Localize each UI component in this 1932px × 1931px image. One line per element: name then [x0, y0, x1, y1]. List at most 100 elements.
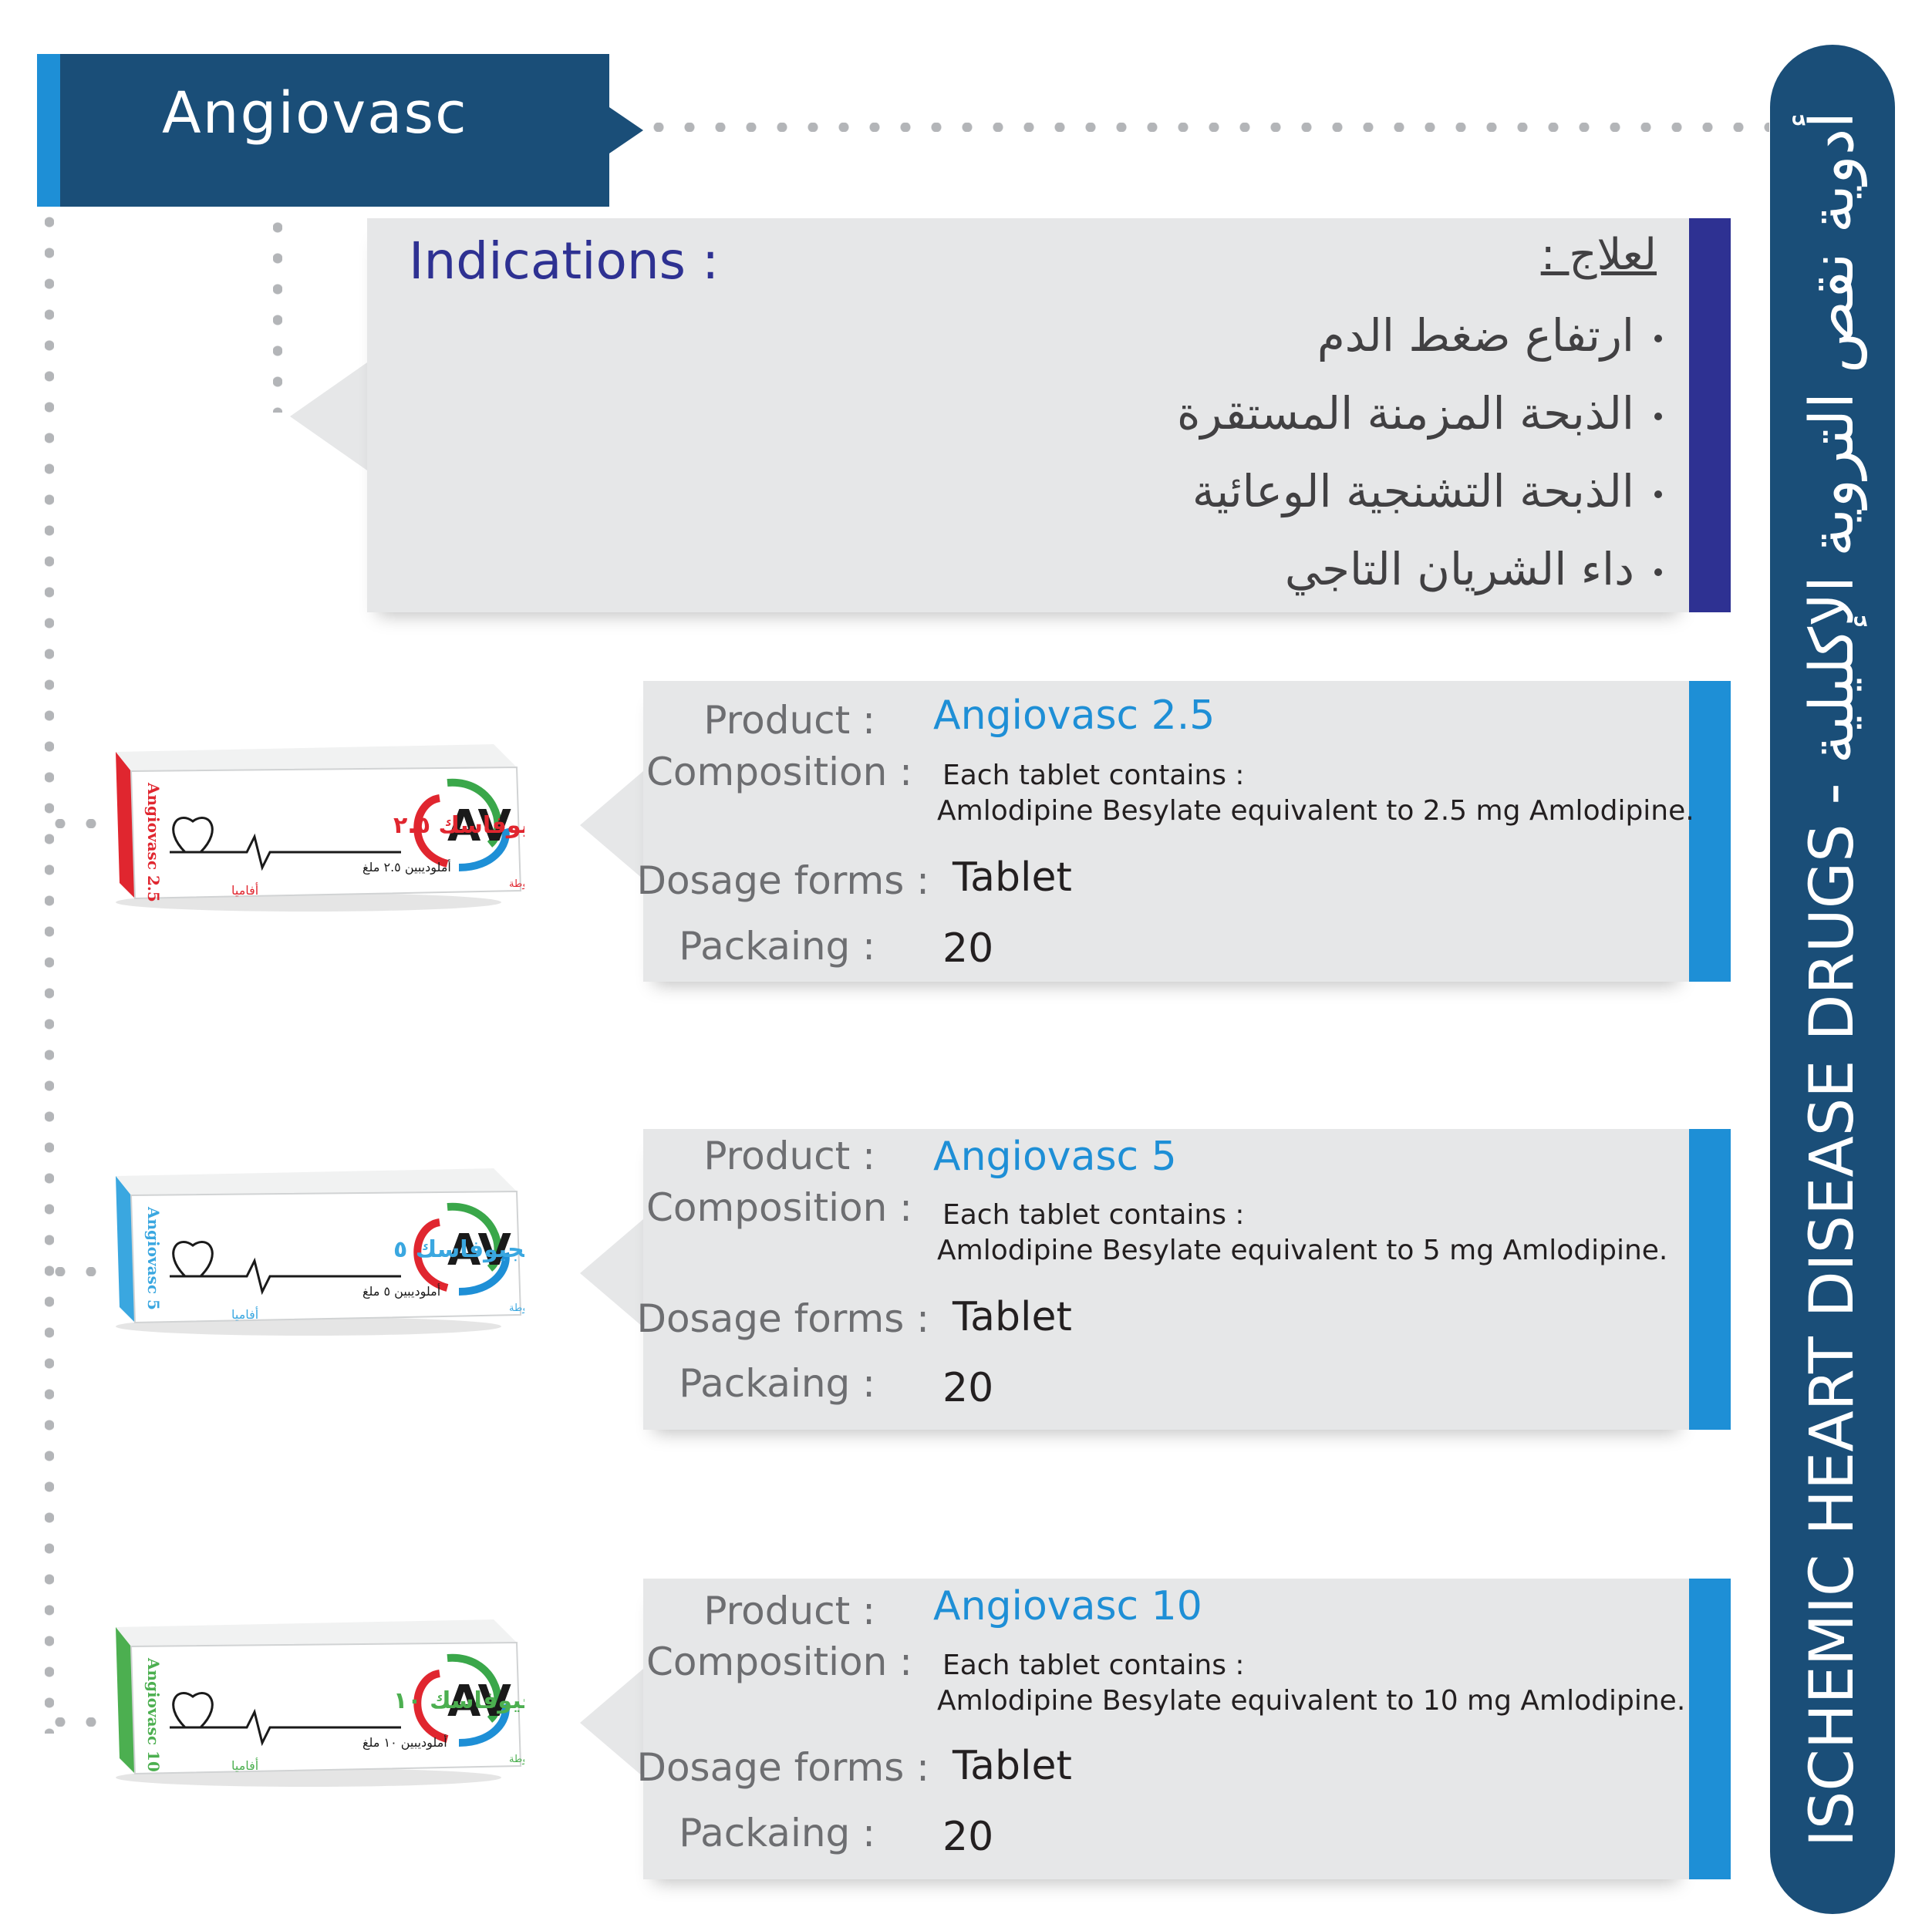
- dosage-value: Tablet: [953, 854, 1072, 901]
- product-card-stripe: [1689, 681, 1731, 982]
- indication-item: الذبحة المزمنة المستقرة: [1177, 375, 1662, 453]
- box-front: [130, 1190, 522, 1324]
- product-card-pointer: [580, 1669, 643, 1777]
- product-card: [643, 1579, 1689, 1879]
- box-front: [130, 766, 522, 900]
- dosage-value: Tablet: [953, 1294, 1072, 1340]
- indication-item: ارتفاع ضغط الدم: [1177, 297, 1662, 375]
- box-side-text: Angiovasc 2.5: [144, 782, 163, 902]
- logo-red-arc: [413, 1218, 449, 1292]
- product-card-stripe: [1689, 1129, 1731, 1430]
- box-top: [116, 1168, 517, 1195]
- bullet-icon: [1654, 568, 1662, 576]
- product-card-pointer: [580, 1219, 643, 1327]
- product-name: Angiovasc 5: [933, 1134, 1177, 1180]
- composition-line-2: Amlodipine Besylate equivalent to 10 mg …: [937, 1685, 1686, 1717]
- logo-red-arc: [413, 794, 449, 868]
- product-card-pointer: [580, 771, 643, 879]
- side-category-text: ISCHEMIC HEART DISEASE DRUGS - أدوية نقص…: [1798, 111, 1867, 1848]
- dotted-connector-product-2: [45, 1267, 106, 1276]
- logo-blue-arc: [458, 1252, 510, 1296]
- indications-card-pointer: [290, 362, 367, 470]
- logo-av-text: AV: [447, 1677, 512, 1727]
- box-count-arabic: ٢٠ مضغوطة: [509, 878, 524, 890]
- indication-item: داء الشريان التاجي: [1177, 531, 1662, 608]
- product-card: [643, 681, 1689, 982]
- product-card: [643, 1129, 1689, 1430]
- packaging-value: 20: [942, 1365, 994, 1411]
- dosage-value: Tablet: [953, 1743, 1072, 1789]
- dotted-connector-product-1: [45, 819, 106, 828]
- dotted-connector-top: [643, 123, 1769, 132]
- logo-blue-arc: [458, 1703, 510, 1747]
- title-banner: [60, 54, 609, 207]
- logo-av-text: AV: [447, 801, 512, 851]
- product-label: Product :: [703, 698, 875, 743]
- logo-green-arc: [447, 1202, 502, 1272]
- box-top: [116, 1619, 517, 1646]
- product-box-image: AV أنجيوفاسك ١٠ أملوديبين ١٠ ملغ ٢٠ مضغو…: [116, 1619, 524, 1787]
- heartbeat-line-icon: [170, 833, 401, 871]
- logo-blue-arc: [458, 827, 510, 871]
- page-title: Angiovasc: [162, 80, 468, 147]
- heart-outline-icon: [172, 1241, 214, 1278]
- box-count-arabic: ٢٠ مضغوطة: [509, 1754, 524, 1765]
- box-front: [130, 1641, 522, 1775]
- box-subtitle-arabic: أملوديبين ١٠ ملغ: [362, 1734, 447, 1751]
- product-name: Angiovasc 10: [933, 1583, 1202, 1629]
- packaging-label: Packaing :: [679, 1361, 875, 1406]
- dotted-connector-product-3: [45, 1717, 106, 1727]
- box-brand-arabic: أنجيوفاسك ٥: [393, 1234, 524, 1263]
- box-count-arabic: ٢٠ مضغوطة: [509, 1302, 524, 1314]
- composition-label: Composition :: [646, 750, 912, 794]
- heart-outline-icon: [172, 817, 214, 854]
- dosage-label: Dosage forms :: [636, 1745, 929, 1790]
- packaging-value: 20: [942, 925, 994, 972]
- product-label: Product :: [703, 1134, 875, 1178]
- box-brand-arabic: أنجيوفاسك ١٠: [393, 1685, 524, 1714]
- indications-card: [367, 218, 1689, 612]
- product-card-stripe: [1689, 1579, 1731, 1879]
- indication-item: الذبحة التشنجية الوعائية: [1177, 453, 1662, 531]
- box-side: [116, 1176, 135, 1323]
- box-company-arabic: أفاميا: [231, 882, 258, 898]
- box-subtitle-arabic: أملوديبين ٢.٥ ملغ: [362, 859, 451, 875]
- indications-card-stripe: [1689, 218, 1731, 612]
- box-side: [116, 1627, 135, 1774]
- composition-label: Composition :: [646, 1639, 912, 1684]
- dotted-connector-left: [45, 207, 54, 1734]
- composition-line-1: Each tablet contains :: [942, 760, 1245, 791]
- logo-green-arc: [447, 778, 502, 848]
- packaging-label: Packaing :: [679, 924, 875, 969]
- composition-line-2: Amlodipine Besylate equivalent to 5 mg A…: [937, 1235, 1668, 1266]
- composition-line-1: Each tablet contains :: [942, 1650, 1245, 1681]
- title-banner-arrow: [609, 107, 643, 153]
- bullet-icon: [1654, 412, 1662, 420]
- box-subtitle-arabic: أملوديبين ٥ ملغ: [362, 1283, 440, 1299]
- product-name: Angiovasc 2.5: [933, 693, 1216, 739]
- product-box-image: AV أنجيوفاسك ٢.٥ أملوديبين ٢.٥ ملغ ٢٠ مض…: [116, 744, 524, 912]
- logo-green-arc: [447, 1653, 502, 1723]
- bullet-icon: [1654, 490, 1662, 498]
- box-side: [116, 752, 135, 898]
- bullet-icon: [1654, 334, 1662, 342]
- product-label: Product :: [703, 1589, 875, 1633]
- heartbeat-line-icon: [170, 1257, 401, 1296]
- heartbeat-line-icon: [170, 1708, 401, 1747]
- box-side-text: Angiovasc 5: [144, 1206, 163, 1310]
- product-box-image: AV أنجيوفاسك ٥ أملوديبين ٥ ملغ ٢٠ مضغوطة…: [116, 1168, 524, 1336]
- logo-red-arc: [413, 1670, 449, 1743]
- indications-heading: Indications :: [409, 231, 720, 291]
- composition-line-1: Each tablet contains :: [942, 1199, 1245, 1231]
- dosage-label: Dosage forms :: [636, 1296, 929, 1341]
- title-accent-bar: [37, 54, 60, 207]
- indications-arabic-title: لعلاج :: [1540, 230, 1657, 280]
- box-company-arabic: أفاميا: [231, 1306, 258, 1322]
- composition-line-2: Amlodipine Besylate equivalent to 2.5 mg…: [937, 795, 1694, 827]
- box-company-arabic: أفاميا: [231, 1757, 258, 1773]
- packaging-label: Packaing :: [679, 1811, 875, 1855]
- packaging-value: 20: [942, 1814, 994, 1860]
- indications-list: ارتفاع ضغط الدم الذبحة المزمنة المستقرة …: [1177, 297, 1662, 608]
- side-category-banner: [1770, 45, 1895, 1914]
- dotted-connector-indications: [273, 212, 282, 413]
